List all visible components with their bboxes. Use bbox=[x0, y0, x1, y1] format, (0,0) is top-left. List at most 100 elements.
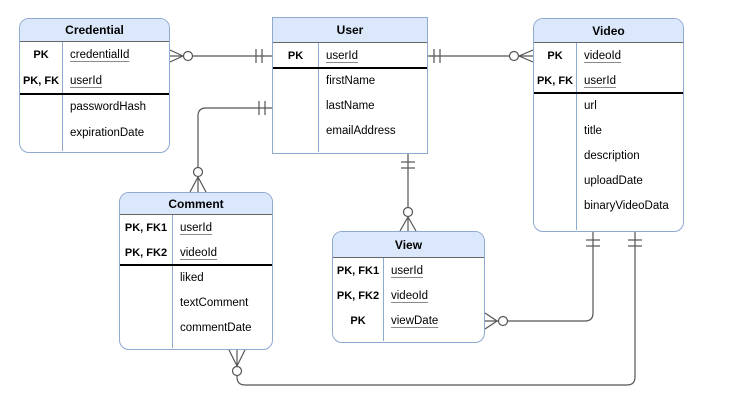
relationship-user-video bbox=[428, 49, 534, 63]
cardinality-marker-line bbox=[189, 176, 199, 193]
entity-row: url bbox=[534, 93, 683, 118]
row-key-label: PK, FK bbox=[536, 74, 574, 87]
cardinality-marker-line bbox=[169, 49, 184, 57]
entity-row: PK, FK userId bbox=[534, 68, 683, 93]
row-attribute-name: videoId bbox=[584, 49, 622, 62]
cardinality-marker-line bbox=[228, 349, 238, 367]
row-attribute-name: userId bbox=[391, 264, 423, 277]
row-attribute-name: emailAddress bbox=[326, 124, 396, 137]
zero-cardinality-circle bbox=[508, 50, 520, 62]
cardinality-marker-line bbox=[399, 216, 409, 232]
zero-cardinality-circle bbox=[192, 166, 204, 178]
entity-row: PK userId bbox=[273, 43, 427, 68]
cardinality-marker-line bbox=[197, 176, 207, 193]
entity-row: emailAddress bbox=[273, 118, 427, 143]
key-column-divider bbox=[318, 43, 319, 152]
row-attribute-name: expirationDate bbox=[70, 127, 145, 139]
row-attribute-name: userId bbox=[326, 49, 358, 62]
zero-cardinality-circle bbox=[231, 365, 243, 377]
relationship-credential-user bbox=[169, 49, 272, 63]
entity-row: PK credentialId bbox=[20, 42, 169, 68]
entity-row: PK viewDate bbox=[333, 308, 484, 333]
key-section-divider bbox=[273, 67, 427, 69]
relationship-user-view bbox=[399, 154, 417, 232]
row-attribute-name: description bbox=[584, 149, 640, 162]
row-attribute-name: passwordHash bbox=[70, 101, 147, 113]
row-attribute-name: userId bbox=[584, 74, 616, 87]
row-key-label: PK, FK1 bbox=[124, 221, 168, 234]
cardinality-marker-line bbox=[169, 55, 184, 63]
entity-row: textComment bbox=[120, 290, 272, 315]
entity-title: Comment bbox=[120, 193, 272, 215]
entity-attribute-list: PK userId firstName lastName emailAddress bbox=[273, 43, 427, 152]
row-attribute-name: firstName bbox=[326, 74, 376, 87]
row-attribute-name: credentialId bbox=[70, 49, 130, 61]
connector-line bbox=[236, 232, 636, 386]
entity-row: PK, FK2 videoId bbox=[333, 283, 484, 308]
entity-row: liked bbox=[120, 265, 272, 290]
entity-title: Video bbox=[534, 19, 683, 43]
key-column-divider bbox=[383, 258, 384, 341]
entity-row: description bbox=[534, 143, 683, 168]
relationship-view-video bbox=[484, 232, 600, 330]
cardinality-marker-line bbox=[484, 320, 498, 330]
key-section-divider bbox=[20, 93, 169, 95]
row-attribute-name: title bbox=[584, 124, 602, 137]
row-attribute-name: userId bbox=[180, 221, 212, 234]
relationship-comment-user bbox=[189, 101, 272, 193]
entity-row: PK, FK1 userId bbox=[333, 258, 484, 283]
row-attribute-name: lastName bbox=[326, 99, 375, 112]
key-section-divider bbox=[534, 92, 683, 94]
entity-title: User bbox=[273, 18, 427, 43]
cardinality-marker-line bbox=[518, 55, 534, 63]
entity-row: PK, FK1 userId bbox=[120, 215, 272, 240]
entity-row: firstName bbox=[273, 68, 427, 93]
entity-title: View bbox=[333, 232, 484, 258]
connector-line bbox=[485, 232, 594, 322]
cardinality-marker-line bbox=[236, 349, 246, 367]
entity-row: passwordHash bbox=[20, 94, 169, 120]
relationship-video-comment bbox=[228, 232, 642, 386]
row-key-label: PK, FK2 bbox=[336, 289, 380, 302]
zero-cardinality-circle bbox=[402, 206, 414, 218]
row-key-label: PK, FK bbox=[22, 75, 60, 87]
row-attribute-name: viewDate bbox=[391, 314, 439, 327]
key-section-divider bbox=[120, 264, 272, 266]
row-key-label: PK bbox=[33, 49, 49, 61]
row-key-label: PK bbox=[350, 314, 366, 327]
key-column-divider bbox=[576, 43, 577, 230]
row-attribute-name: liked bbox=[180, 271, 204, 284]
entity-row: binaryVideoData bbox=[534, 193, 683, 218]
entity-row: PK, FK userId bbox=[20, 68, 169, 94]
row-attribute-name: commentDate bbox=[180, 321, 252, 334]
row-attribute-name: uploadDate bbox=[584, 174, 643, 187]
row-key-label: PK bbox=[287, 49, 304, 62]
entity-row: lastName bbox=[273, 93, 427, 118]
row-attribute-name: userId bbox=[70, 75, 102, 87]
zero-cardinality-circle bbox=[182, 50, 194, 62]
cardinality-marker-line bbox=[484, 312, 498, 322]
key-column-divider bbox=[172, 215, 173, 348]
row-attribute-name: textComment bbox=[180, 296, 249, 309]
row-attribute-name: videoId bbox=[180, 246, 218, 259]
row-attribute-name: binaryVideoData bbox=[584, 199, 669, 212]
row-attribute-name: videoId bbox=[391, 289, 429, 302]
zero-cardinality-circle bbox=[497, 315, 509, 327]
row-key-label: PK, FK1 bbox=[336, 264, 380, 277]
cardinality-marker-line bbox=[407, 216, 417, 232]
row-attribute-name: url bbox=[584, 99, 597, 112]
key-column-divider bbox=[62, 42, 63, 151]
entity-row: uploadDate bbox=[534, 168, 683, 193]
